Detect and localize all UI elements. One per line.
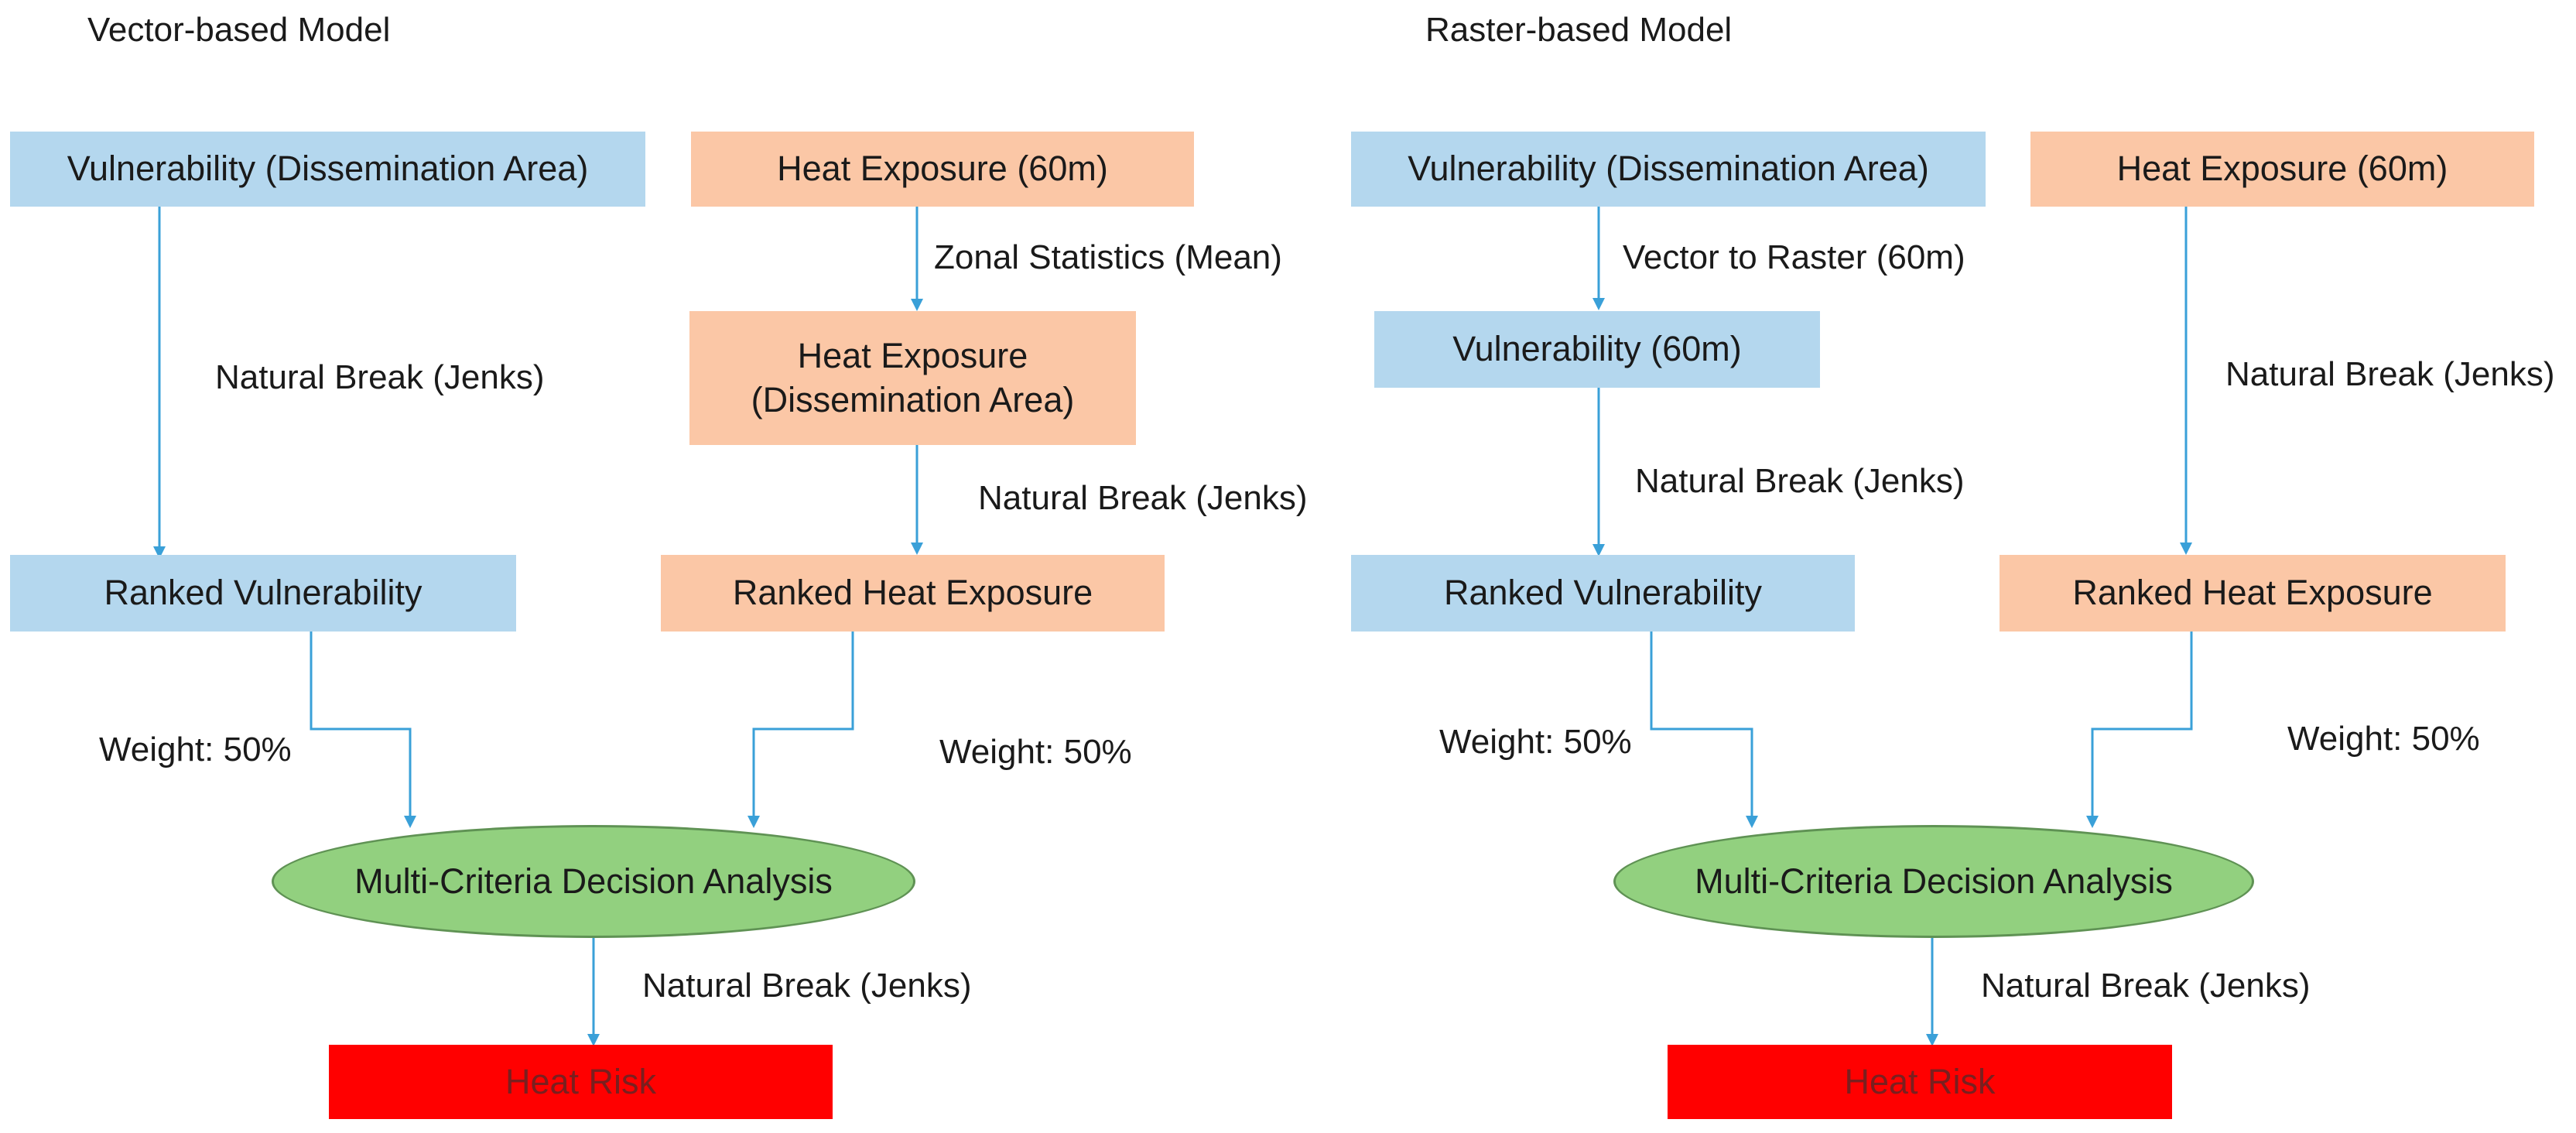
raster-weight-right-label: Weight: 50% xyxy=(2287,720,2480,758)
vector-heat-risk-box: Heat Risk xyxy=(329,1045,833,1119)
ras-arrowhead xyxy=(1746,816,1758,828)
ras-arrowhead xyxy=(1592,544,1605,556)
raster-ranked-vulnerability-box: Ranked Vulnerability xyxy=(1351,555,1855,632)
ras-arrowhead xyxy=(2086,816,2099,828)
raster-vulnerability-da-box: Vulnerability (Dissemination Area) xyxy=(1351,132,1986,207)
vector-model-title: Vector-based Model xyxy=(87,11,391,49)
vector-connectors xyxy=(153,207,923,1046)
vector-weight-right-label: Weight: 50% xyxy=(939,733,1132,771)
raster-vector-to-raster-label: Vector to Raster (60m) xyxy=(1623,238,1965,276)
vector-ranked-heat-exposure-box: Ranked Heat Exposure xyxy=(661,555,1165,632)
raster-natural-break-right-label: Natural Break (Jenks) xyxy=(2225,355,2555,393)
vec-arrowhead xyxy=(911,299,923,311)
raster-ranked-heat-exposure-box: Ranked Heat Exposure xyxy=(2000,555,2506,632)
vector-zonal-statistics-label: Zonal Statistics (Mean) xyxy=(934,238,1282,276)
ras-arrowhead xyxy=(1926,1034,1938,1046)
vec-arrowhead xyxy=(747,816,760,828)
vector-heat-exposure-60m-box: Heat Exposure (60m) xyxy=(691,132,1194,207)
ras-arrowhead xyxy=(2180,543,2192,555)
vector-ranked-vulnerability-box: Ranked Vulnerability xyxy=(10,555,516,632)
vec-arrowhead xyxy=(153,546,166,559)
vec-arrowhead xyxy=(587,1034,600,1046)
vector-heat-exposure-da-box: Heat Exposure (Dissemination Area) xyxy=(689,311,1136,445)
vec-arrowhead xyxy=(911,543,923,555)
raster-natural-break-bottom-label: Natural Break (Jenks) xyxy=(1981,967,2311,1005)
vec-conn-rankexp-to-mcda xyxy=(752,632,854,816)
raster-vulnerability-60m-box: Vulnerability (60m) xyxy=(1374,311,1820,388)
vector-vulnerability-da-box: Vulnerability (Dissemination Area) xyxy=(10,132,645,207)
vector-mcda-ellipse: Multi-Criteria Decision Analysis xyxy=(272,825,915,938)
raster-weight-left-label: Weight: 50% xyxy=(1439,723,1632,761)
ras-conn-rankvuln-to-mcda xyxy=(1650,632,1753,816)
ras-conn-rankexp-to-mcda xyxy=(2091,632,2193,816)
raster-model-title: Raster-based Model xyxy=(1425,11,1733,49)
raster-natural-break-left-label: Natural Break (Jenks) xyxy=(1635,462,1965,500)
vec-conn-rankvuln-to-mcda xyxy=(310,632,412,816)
raster-connectors xyxy=(1592,207,2193,1046)
raster-heat-risk-box: Heat Risk xyxy=(1668,1045,2172,1119)
ras-arrowhead xyxy=(1592,298,1605,310)
vector-natural-break-right-label: Natural Break (Jenks) xyxy=(978,479,1308,517)
raster-heat-exposure-60m-box: Heat Exposure (60m) xyxy=(2030,132,2534,207)
vector-weight-left-label: Weight: 50% xyxy=(99,731,292,768)
vector-heat-exposure-da-line1: Heat Exposure xyxy=(797,336,1028,376)
vector-heat-exposure-da-line2: (Dissemination Area) xyxy=(751,379,1075,419)
vector-natural-break-left-label: Natural Break (Jenks) xyxy=(215,358,545,396)
raster-mcda-ellipse: Multi-Criteria Decision Analysis xyxy=(1613,825,2254,938)
vec-arrowhead xyxy=(404,816,416,828)
vector-natural-break-bottom-label: Natural Break (Jenks) xyxy=(642,967,972,1005)
